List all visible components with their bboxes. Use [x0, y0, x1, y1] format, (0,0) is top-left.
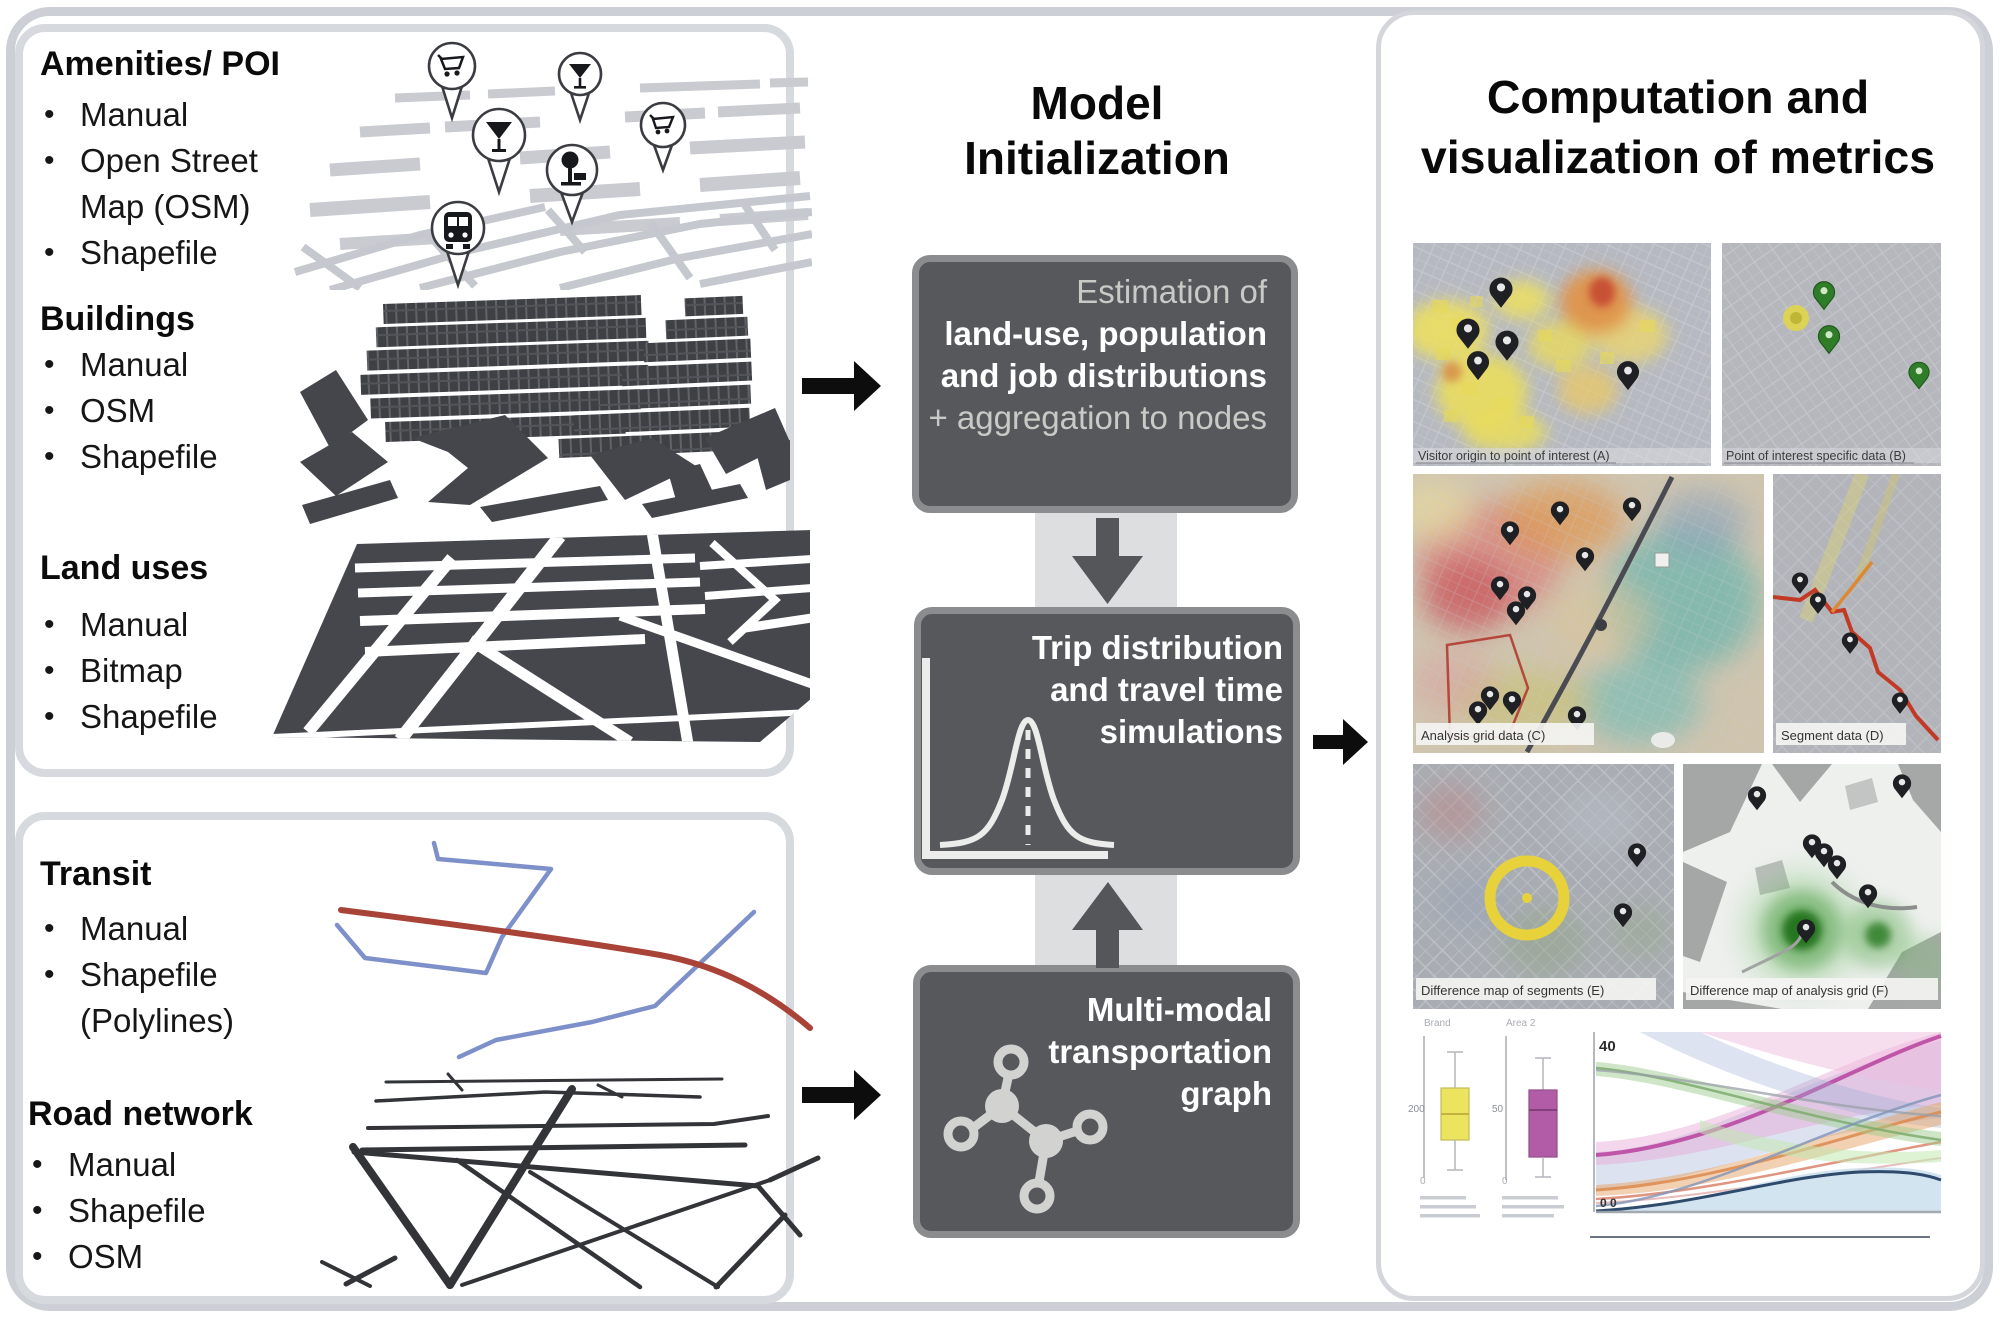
svg-text:Difference map of segments (E): Difference map of segments (E) [1421, 983, 1604, 998]
svg-text:40: 40 [1599, 1038, 1616, 1055]
svg-text:Point of interest specific dat: Point of interest specific data (B) [1726, 449, 1906, 463]
svg-text:Visitor origin to point of int: Visitor origin to point of interest (A) [1418, 449, 1610, 463]
svg-text:50: 50 [1492, 1104, 1504, 1115]
svg-text:200: 200 [1408, 1104, 1425, 1115]
svg-text:Area 2: Area 2 [1506, 1018, 1536, 1029]
svg-text:Segment data (D): Segment data (D) [1781, 728, 1884, 743]
svg-text:0: 0 [1502, 1176, 1508, 1187]
svg-text:0: 0 [1420, 1176, 1426, 1187]
svg-text:0 0: 0 0 [1600, 1196, 1617, 1210]
svg-text:Difference map of analysis gri: Difference map of analysis grid (F) [1690, 983, 1888, 998]
svg-text:Analysis grid data (C): Analysis grid data (C) [1421, 728, 1545, 743]
svg-text:Brand: Brand [1424, 1018, 1451, 1029]
